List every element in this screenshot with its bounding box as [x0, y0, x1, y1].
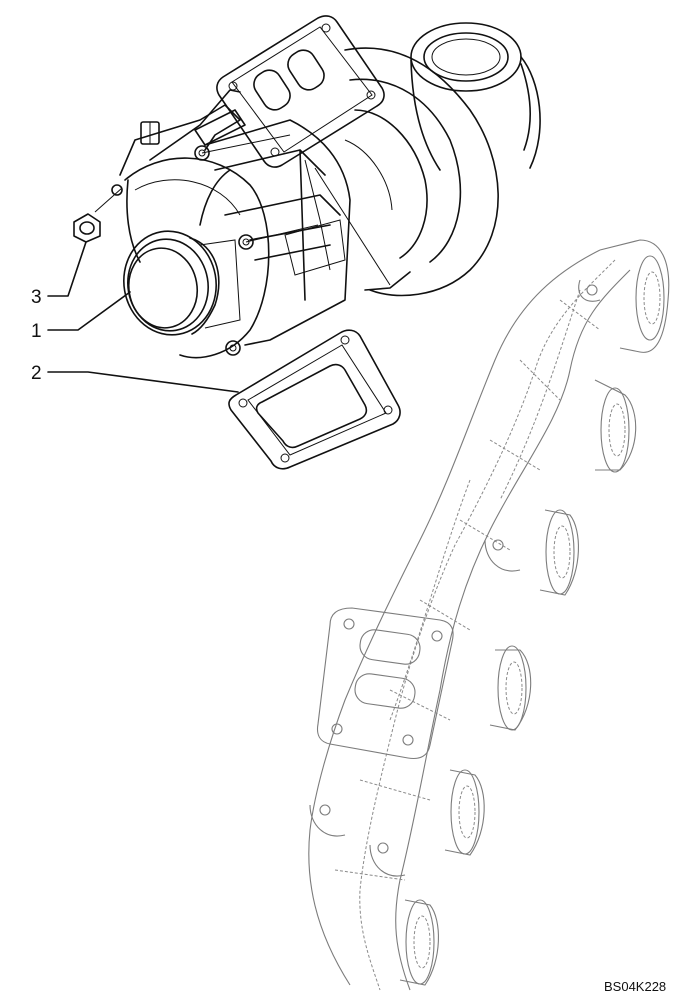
nut — [73, 187, 123, 243]
compressor-outlet — [123, 230, 241, 336]
drawing-code: BS04K228 — [604, 979, 666, 994]
bearing-housing — [199, 119, 351, 346]
callout-1-number: 1 — [31, 321, 42, 342]
wastegate-rod — [149, 89, 241, 161]
manifold-port-2 — [594, 379, 637, 473]
turbine-outlet-elbow — [410, 22, 541, 171]
callout-2-number: 2 — [31, 363, 42, 384]
callout-3-leader — [47, 241, 87, 297]
manifold-port-6 — [369, 842, 439, 986]
callout-1-leader — [47, 291, 131, 331]
housing-bolts — [111, 134, 319, 356]
callout-3-number: 3 — [31, 287, 42, 308]
turbine-housing — [344, 47, 499, 297]
exhaust-manifold — [308, 239, 670, 991]
assembly-line — [314, 167, 391, 286]
manifold-port-3 — [484, 509, 579, 596]
callout-2-leader — [47, 371, 239, 393]
manifold-port-4 — [489, 645, 532, 731]
manifold-port-5 — [309, 769, 485, 856]
turbocharger — [111, 15, 541, 359]
callout-leaders — [47, 241, 239, 393]
gasket — [228, 329, 401, 470]
manifold-turbo-flange — [316, 607, 454, 760]
compressor-housing — [119, 104, 270, 359]
manifold-port-1 — [578, 239, 670, 353]
